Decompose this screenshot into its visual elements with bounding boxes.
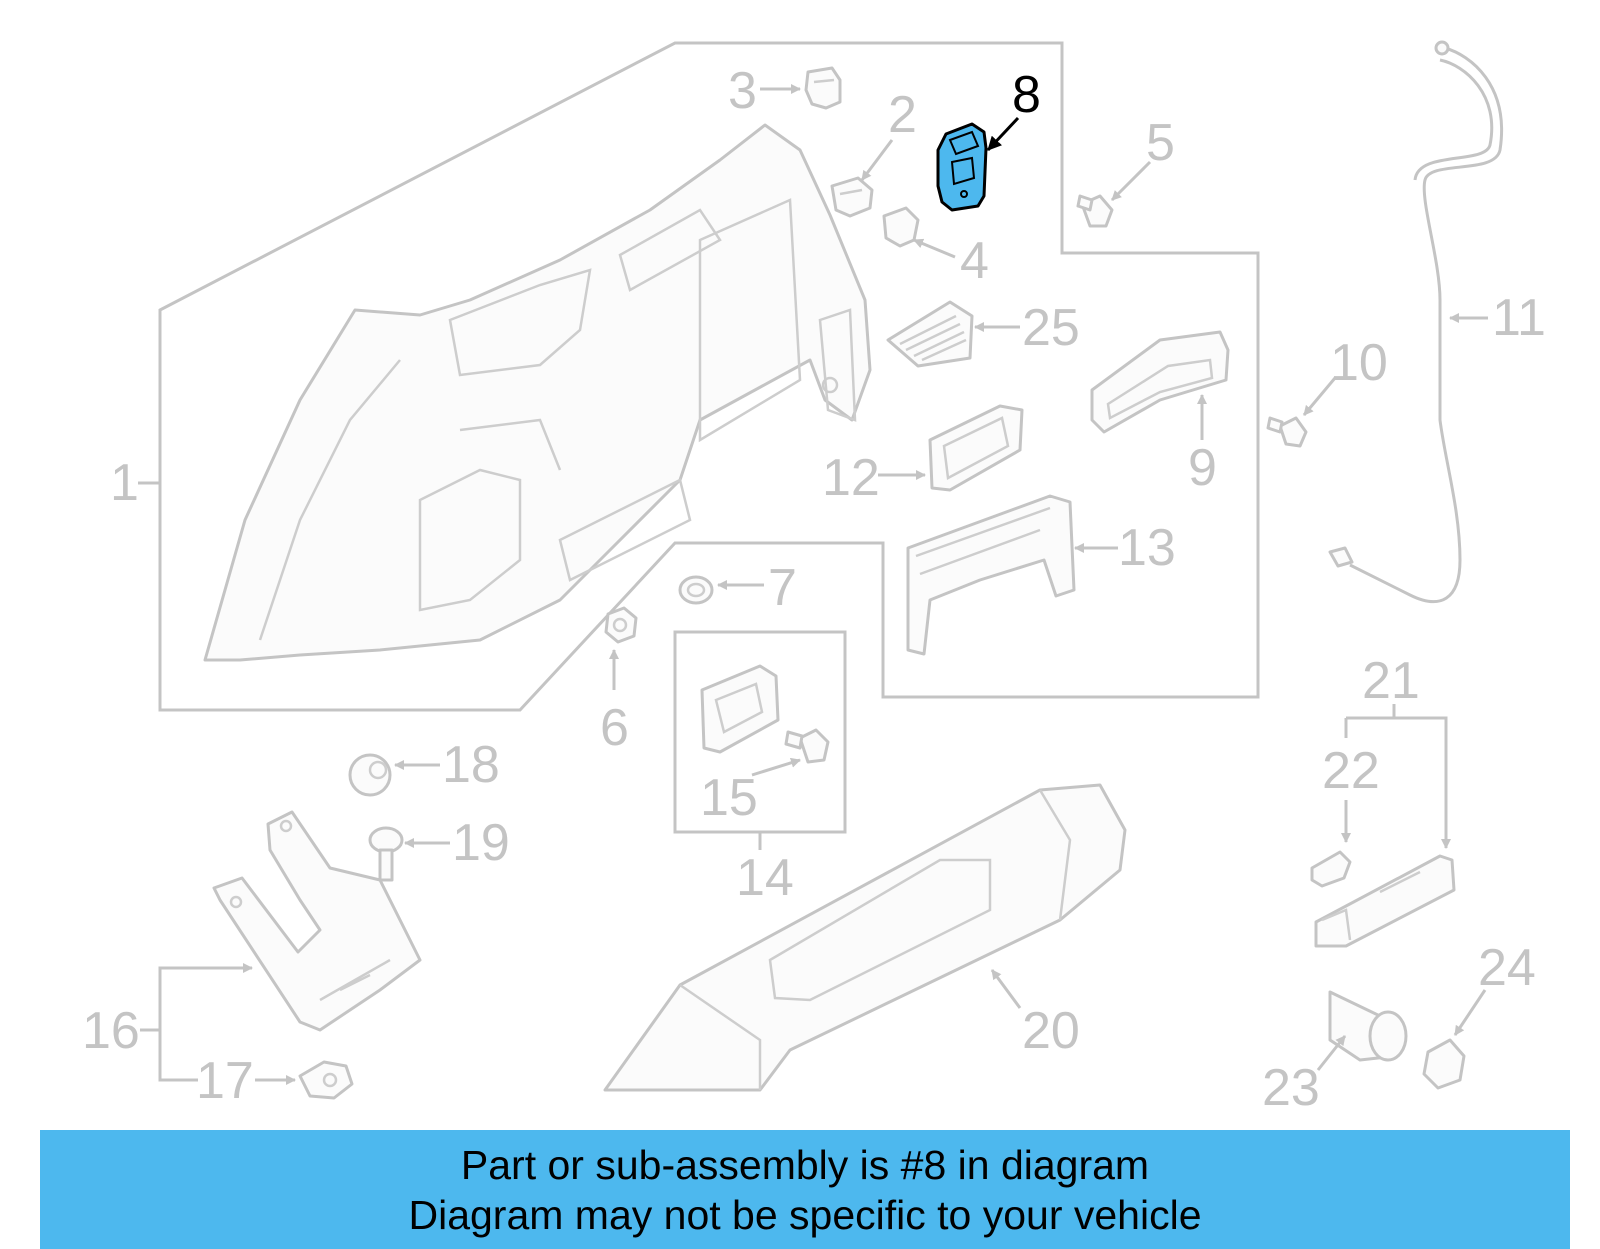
part-label-13: 13 (1118, 519, 1176, 577)
part-18-clip (348, 753, 392, 797)
part-25-vent-grille (886, 300, 974, 368)
part-label-5: 5 (1146, 114, 1175, 172)
banner-line-1: Part or sub-assembly is #8 in diagram (460, 1141, 1150, 1188)
part-label-6: 6 (600, 699, 629, 757)
part-10-screw (1266, 416, 1308, 448)
part-label-14: 14 (736, 849, 794, 907)
part-23-socket (1328, 990, 1408, 1062)
part-15-screw (784, 728, 830, 764)
part-24-cap (1422, 1038, 1466, 1090)
part-label-12: 12 (822, 449, 880, 507)
part-label-10: 10 (1330, 334, 1388, 392)
part-17-nut (298, 1060, 354, 1100)
part-label-3: 3 (728, 62, 757, 120)
banner-line-2: Diagram may not be specific to your vehi… (408, 1191, 1202, 1238)
part-label-1: 1 (110, 454, 139, 512)
part-label-7: 7 (768, 559, 797, 617)
part-2-retainer (830, 176, 874, 218)
part-label-23: 23 (1262, 1059, 1320, 1117)
assembly-1-outline (158, 41, 1260, 712)
part-1-quarter-trim-panel (203, 123, 872, 662)
part-12-cover (928, 404, 1024, 492)
part-8-bracket-highlighted (936, 122, 988, 212)
part-label-25: 25 (1022, 299, 1080, 357)
part-label-2: 2 (888, 86, 917, 144)
part-label-8: 8 (1012, 66, 1041, 124)
part-label-19: 19 (452, 814, 510, 872)
part-13-trim (906, 494, 1076, 656)
part-3-clip (804, 66, 842, 110)
part-label-11: 11 (1492, 289, 1546, 347)
part-9-lamp-bezel (1090, 330, 1230, 434)
part-label-20: 20 (1022, 1002, 1080, 1060)
part-21-lamp (1314, 854, 1456, 948)
part-20-garnish-panel (603, 783, 1127, 1092)
part-6-nut (604, 606, 638, 644)
part-label-24: 24 (1478, 939, 1536, 997)
part-label-18: 18 (442, 736, 500, 794)
part-14-handle-bezel (700, 664, 780, 754)
part-11-cable (1328, 40, 1503, 604)
part-label-4: 4 (960, 232, 989, 290)
part-19-screw (368, 826, 404, 882)
part-label-21: 21 (1362, 652, 1420, 710)
part-label-9: 9 (1188, 439, 1217, 497)
info-banner: Part or sub-assembly is #8 in diagram Di… (40, 1130, 1570, 1249)
part-4-retainer (882, 206, 920, 248)
part-5-bolt (1076, 194, 1114, 228)
parts-diagram: 1 3 2 4 8 5 25 9 (82, 40, 1546, 1117)
part-16-bracket (212, 810, 422, 1032)
part-7-grommet (678, 575, 714, 605)
part-label-17: 17 (196, 1052, 254, 1110)
part-label-15: 15 (700, 769, 758, 827)
part-22-bulb (1310, 850, 1352, 888)
part-label-22: 22 (1322, 742, 1380, 800)
part-label-16: 16 (82, 1002, 140, 1060)
